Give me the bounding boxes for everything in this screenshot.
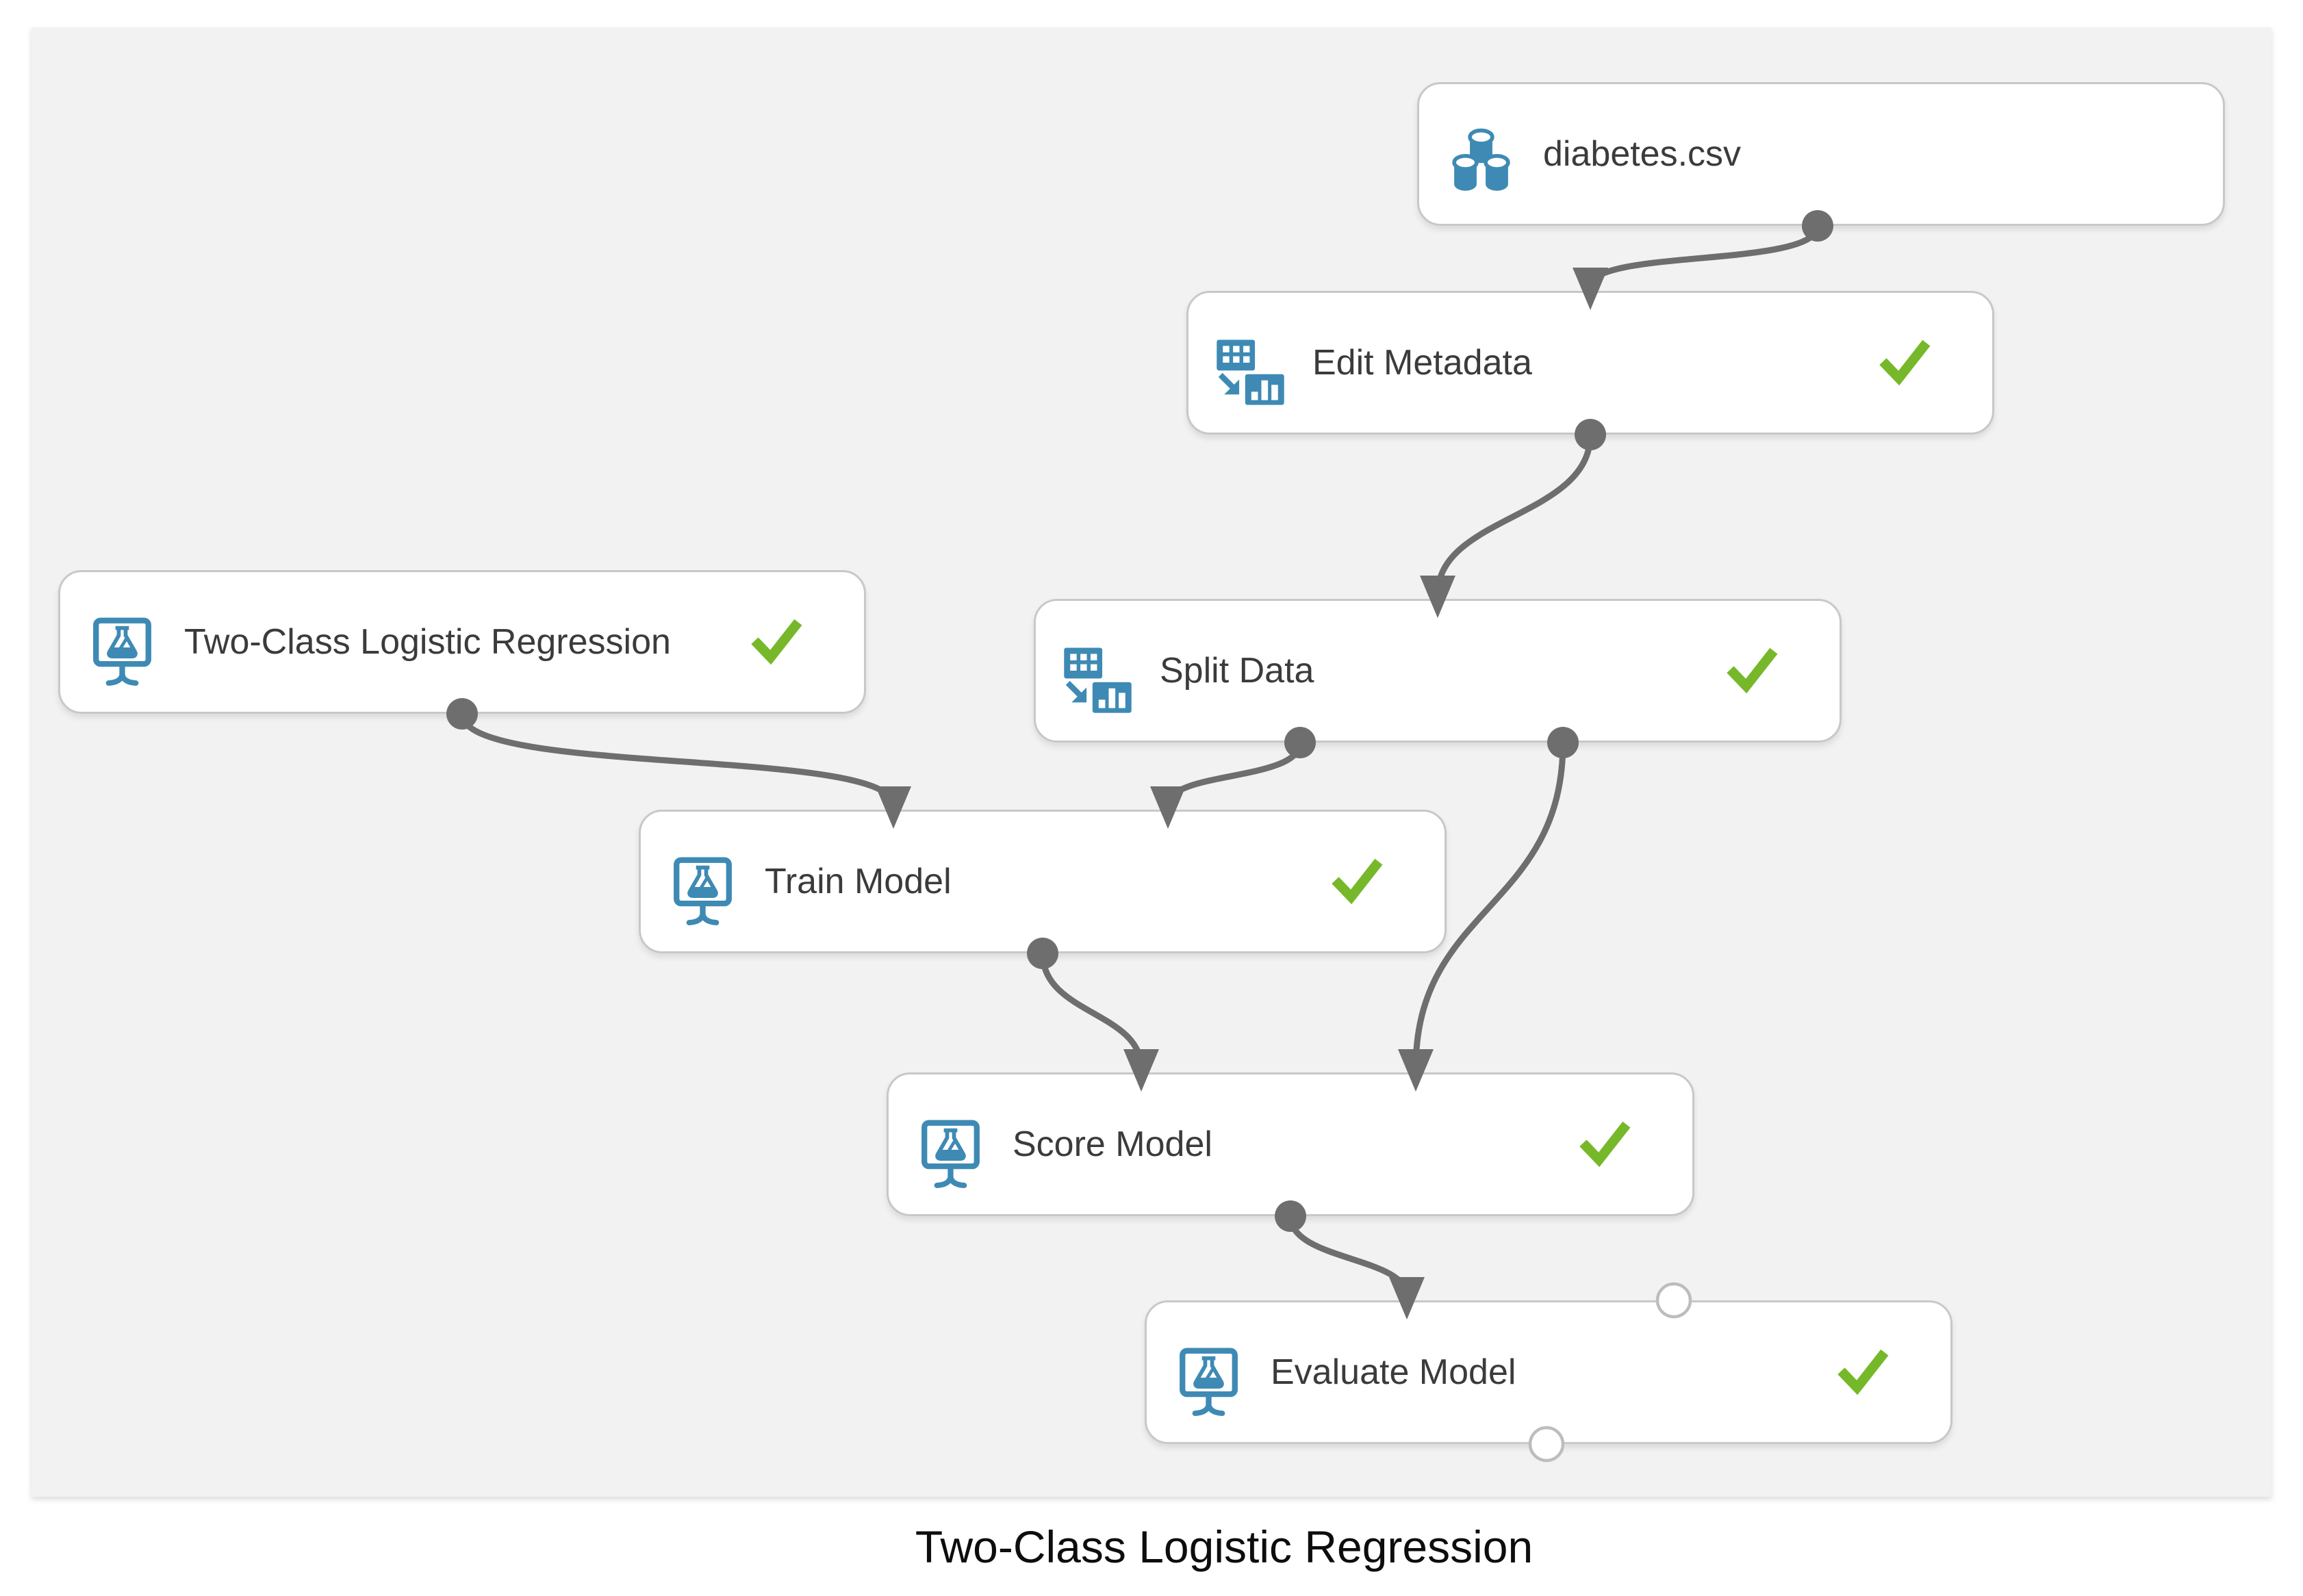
experiment-screen-icon — [1173, 1346, 1245, 1417]
node-evaluate-model[interactable]: Evaluate Model — [1145, 1300, 1952, 1444]
node-two-class-logistic-regression[interactable]: Two-Class Logistic Regression — [58, 570, 866, 714]
node-train-model[interactable]: Train Model — [639, 810, 1447, 953]
status-check-icon — [1577, 1117, 1632, 1172]
node-label: Split Data — [1160, 651, 1314, 691]
node-label: Train Model — [765, 862, 952, 901]
status-check-icon — [1877, 335, 1932, 390]
node-label: Score Model — [1013, 1124, 1212, 1164]
table-transform-icon — [1062, 644, 1134, 716]
node-score-model[interactable]: Score Model — [887, 1072, 1694, 1216]
status-check-icon — [1835, 1345, 1890, 1400]
status-check-icon — [1329, 854, 1384, 909]
diagram-caption: Two-Class Logistic Regression — [915, 1521, 1534, 1572]
status-check-icon — [1725, 643, 1779, 698]
node-label: Edit Metadata — [1312, 343, 1532, 383]
experiment-screen-icon — [915, 1118, 987, 1189]
table-transform-icon — [1214, 336, 1286, 408]
status-check-icon — [749, 615, 804, 669]
experiment-screen-icon — [86, 615, 158, 687]
node-label: Two-Class Logistic Regression — [184, 622, 671, 662]
node-label: Evaluate Model — [1271, 1352, 1516, 1392]
node-label: diabetes.csv — [1543, 134, 1742, 174]
experiment-canvas[interactable] — [31, 27, 2272, 1497]
experiment-screen-icon — [667, 855, 739, 927]
node-split-data[interactable]: Split Data — [1034, 599, 1842, 743]
dataset-cylinders-icon — [1445, 127, 1517, 199]
node-edit-metadata[interactable]: Edit Metadata — [1186, 291, 1994, 435]
node-diabetes-csv[interactable]: diabetes.csv — [1417, 82, 2225, 226]
